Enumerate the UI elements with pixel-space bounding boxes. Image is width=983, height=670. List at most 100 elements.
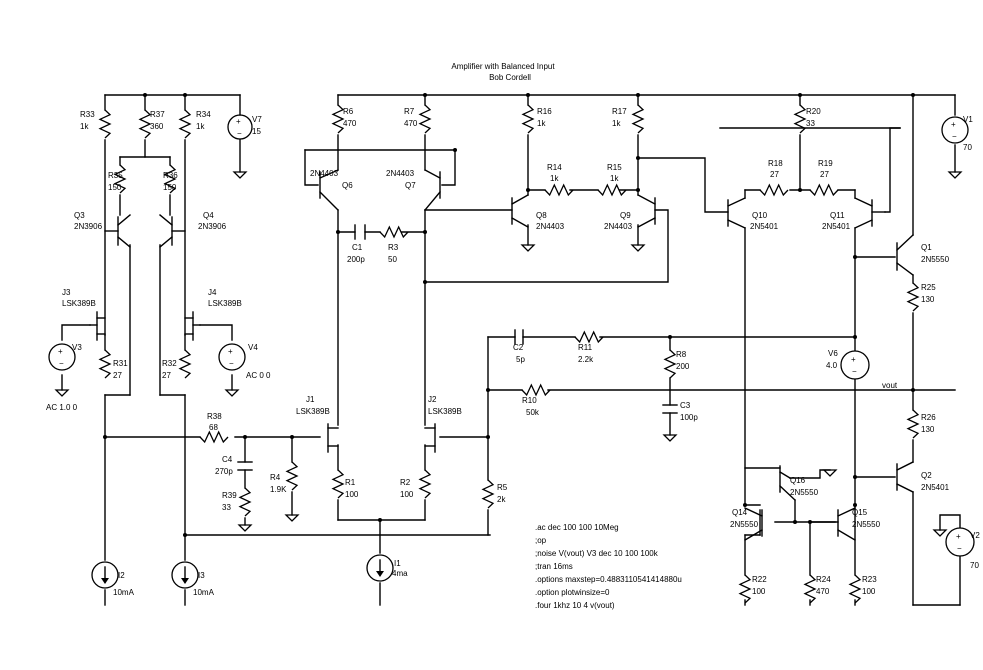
label-q4-ref: Q4 bbox=[203, 211, 214, 220]
capacitor-c4 bbox=[237, 461, 253, 471]
label-j1-value: LSK389B bbox=[296, 407, 330, 416]
label-v7-ref: V7 bbox=[252, 115, 262, 124]
label-r19-value: 27 bbox=[820, 170, 829, 179]
label-q7-ref: Q7 bbox=[405, 181, 416, 190]
label-r2-ref: R2 bbox=[400, 478, 411, 487]
label-r2-value: 100 bbox=[400, 490, 414, 499]
jfet-j2 bbox=[424, 423, 436, 453]
resistor-r15 bbox=[597, 183, 627, 197]
schematic-author: Bob Cordell bbox=[489, 73, 531, 82]
transistor-q4 bbox=[159, 214, 186, 248]
label-r1-value: 100 bbox=[345, 490, 359, 499]
label-r33-value: 1k bbox=[80, 122, 89, 131]
svg-text:+: + bbox=[851, 355, 856, 364]
resistor-r26 bbox=[906, 409, 920, 439]
resistors bbox=[98, 104, 920, 604]
resistor-r3 bbox=[379, 225, 409, 239]
resistor-r23 bbox=[848, 574, 862, 604]
label-r11-value: 2.2k bbox=[578, 355, 594, 364]
label-r17-ref: R17 bbox=[612, 107, 627, 116]
label-q15-ref: Q15 bbox=[852, 508, 868, 517]
directive-line: ;op bbox=[535, 536, 547, 545]
directive-line: .options maxstep=0.4883110541414880u bbox=[535, 575, 682, 584]
transistor-q10 bbox=[727, 197, 746, 229]
source-i2 bbox=[91, 561, 119, 589]
source-v4: +− bbox=[218, 343, 246, 371]
label-q2-value: 2N5401 bbox=[921, 483, 950, 492]
resistor-r34 bbox=[178, 109, 192, 139]
resistor-r31 bbox=[98, 349, 112, 379]
label-q9-value: 2N4403 bbox=[604, 222, 633, 231]
svg-text:+: + bbox=[58, 347, 63, 356]
label-r17-value: 1k bbox=[612, 119, 621, 128]
resistor-r6 bbox=[331, 104, 345, 134]
resistor-r10 bbox=[521, 383, 551, 397]
label-r32-ref: R32 bbox=[162, 359, 177, 368]
label-r3-ref: R3 bbox=[388, 243, 399, 252]
svg-text:+: + bbox=[236, 117, 241, 126]
wires bbox=[61, 94, 961, 606]
label-r6-ref: R6 bbox=[343, 107, 354, 116]
transistor-q15 bbox=[809, 507, 856, 541]
label-c4-ref: C4 bbox=[222, 455, 233, 464]
resistor-r33 bbox=[98, 109, 112, 139]
net-label-vout: vout bbox=[882, 381, 898, 390]
directive-line: ;tran 16ms bbox=[535, 562, 573, 571]
transistor-q14 bbox=[744, 507, 763, 541]
label-j2-ref: J2 bbox=[428, 395, 437, 404]
resistor-r20 bbox=[793, 104, 807, 134]
label-q3-value: 2N3906 bbox=[74, 222, 103, 231]
label-r38-ref: R38 bbox=[207, 412, 222, 421]
label-q1-ref: Q1 bbox=[921, 243, 932, 252]
resistor-r32 bbox=[178, 349, 192, 379]
resistor-r8 bbox=[663, 349, 677, 379]
label-r26-value: 130 bbox=[921, 425, 935, 434]
label-j3-ref: J3 bbox=[62, 288, 71, 297]
label-r39-value: 33 bbox=[222, 503, 231, 512]
directive-line: ;noise V(vout) V3 dec 10 100 100k bbox=[535, 549, 659, 558]
resistor-r38 bbox=[199, 430, 229, 444]
label-r10-ref: R10 bbox=[522, 396, 537, 405]
resistor-r22 bbox=[738, 574, 752, 604]
source-v6: +− bbox=[840, 350, 870, 380]
label-r10-value: 50k bbox=[526, 408, 540, 417]
capacitor-c3 bbox=[662, 404, 678, 414]
label-r20-ref: R20 bbox=[806, 107, 821, 116]
svg-text:+: + bbox=[951, 120, 956, 129]
label-r33-ref: R33 bbox=[80, 110, 95, 119]
label-j1-ref: J1 bbox=[306, 395, 315, 404]
label-v1-value: 70 bbox=[963, 143, 972, 152]
resistor-r17 bbox=[631, 104, 645, 134]
label-q8-value: 2N4403 bbox=[536, 222, 565, 231]
svg-text:+: + bbox=[956, 532, 961, 541]
label-c1-ref: C1 bbox=[352, 243, 363, 252]
label-r22-value: 100 bbox=[752, 587, 766, 596]
label-r8-value: 200 bbox=[676, 362, 690, 371]
label-v2-ref: V2 bbox=[970, 531, 980, 540]
label-r16-ref: R16 bbox=[537, 107, 552, 116]
label-r4-value: 1.9K bbox=[270, 485, 287, 494]
resistor-r19 bbox=[809, 183, 839, 197]
label-r35-ref: R35 bbox=[108, 171, 123, 180]
label-r15-ref: R15 bbox=[607, 163, 622, 172]
label-v4-ref: V4 bbox=[248, 343, 258, 352]
capacitor-c1 bbox=[354, 224, 366, 240]
label-r7-ref: R7 bbox=[404, 107, 415, 116]
label-r25-ref: R25 bbox=[921, 283, 936, 292]
label-r39-ref: R39 bbox=[222, 491, 237, 500]
label-i1-value: 4ma bbox=[392, 569, 408, 578]
label-i3-ref: I3 bbox=[198, 571, 205, 580]
transistor-q7 bbox=[424, 169, 441, 233]
label-q11-ref: Q11 bbox=[830, 211, 845, 220]
label-q15-value: 2N5550 bbox=[852, 520, 881, 529]
source-v7: +− bbox=[227, 114, 253, 140]
resistor-r1 bbox=[331, 469, 345, 499]
label-r34-value: 1k bbox=[196, 122, 205, 131]
directive-line: .four 1khz 10 4 v(vout) bbox=[535, 601, 615, 610]
label-c4-value: 270p bbox=[215, 467, 233, 476]
label-i2-value: 10mA bbox=[113, 588, 135, 597]
label-r3-value: 50 bbox=[388, 255, 397, 264]
label-v1-ref: V1 bbox=[963, 115, 973, 124]
label-q3-ref: Q3 bbox=[74, 211, 85, 220]
